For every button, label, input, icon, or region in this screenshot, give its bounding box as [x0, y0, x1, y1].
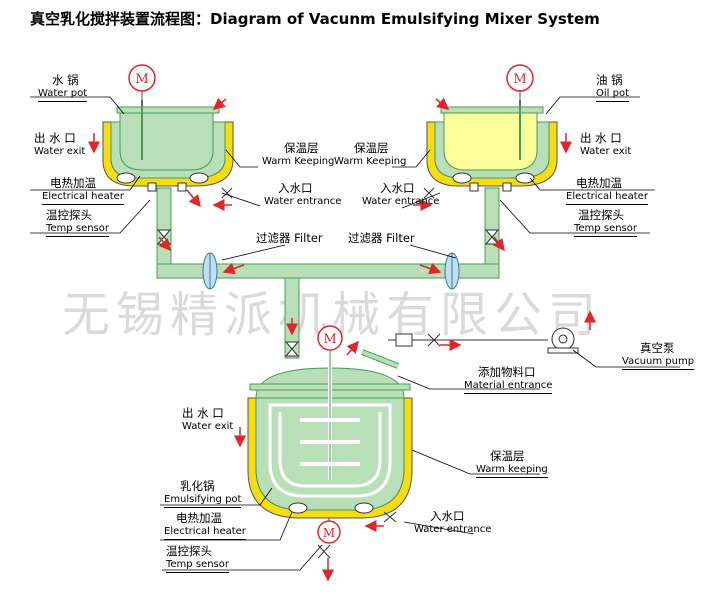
label-water-exit-left-cn: 出 水 口: [34, 131, 76, 145]
label-temp-sensor-bottom-en: Temp sensor: [166, 558, 229, 573]
label-warm-keeping-left-cn: 保温层: [284, 141, 319, 155]
label-water-exit-right-en: Water exit: [580, 146, 632, 157]
label-water-entrance-right-cn: 入水口: [380, 181, 415, 195]
label-vacuum-pump-en: Vacuum pump: [622, 355, 695, 370]
label-oil-pot: 油 锅 Oil pot: [596, 74, 629, 102]
label-temp-sensor-bottom: 温控探头 Temp sensor: [166, 545, 229, 573]
label-filter-left: 过滤器 Filter: [256, 231, 323, 245]
label-warm-keeping-bottom-en: Warm keeping: [476, 463, 548, 478]
label-elec-heater-right: 电热加温 Electrical heater: [566, 177, 648, 205]
label-water-entrance-left: 入水口 Water entrance: [264, 182, 341, 208]
label-water-entrance-right-en: Water entrance: [362, 196, 440, 207]
vacuum-line: [388, 327, 579, 354]
label-temp-sensor-left-cn: 温控探头: [46, 208, 92, 222]
label-water-exit-right-cn: 出 水 口: [580, 131, 622, 145]
motor-right-label: M: [513, 72, 526, 87]
label-oil-pot-cn: 油 锅: [596, 73, 623, 87]
label-temp-sensor-bottom-cn: 温控探头: [166, 544, 212, 558]
label-filter-right: 过滤器 Filter: [348, 231, 415, 245]
label-warm-keeping-right-en: Warm Keeping: [334, 156, 407, 167]
motor-top-label: M: [323, 332, 336, 347]
label-warm-keeping-right-cn: 保温层: [354, 141, 389, 155]
label-water-exit-bottom-en: Water exit: [182, 421, 234, 432]
label-emulsifying-pot-en: Emulsifying pot: [164, 493, 242, 508]
label-elec-heater-right-en: Electrical heater: [566, 190, 648, 205]
water-pot: [102, 64, 234, 199]
label-water-entrance-bottom-cn: 入水口: [430, 509, 465, 523]
label-water-exit-bottom-cn: 出 水 口: [182, 406, 224, 420]
label-material-entrance-en: Material entrance: [464, 379, 553, 394]
label-water-entrance-bottom: 入水口 Water entrance: [414, 510, 491, 536]
label-water-entrance-left-cn: 入水口: [278, 181, 313, 195]
label-water-entrance-bottom-en: Water entrance: [414, 524, 492, 535]
label-elec-heater-bottom: 电热加温 Electrical heater: [164, 512, 246, 540]
label-material-entrance: 添加物料口 Material entrance: [464, 365, 553, 394]
label-water-pot: 水 锅 Water pot: [38, 73, 88, 102]
label-water-exit-right: 出 水 口 Water exit: [580, 132, 631, 158]
label-temp-sensor-left: 温控探头 Temp sensor: [46, 209, 109, 237]
oil-pot: [423, 64, 558, 199]
label-water-entrance-right: 入水口 Water entrance: [362, 182, 439, 208]
label-elec-heater-right-cn: 电热加温: [576, 176, 622, 190]
label-warm-keeping-bottom: 保温层 Warm keeping: [476, 450, 548, 478]
label-water-pot-cn: 水 锅: [52, 73, 79, 87]
label-water-exit-bottom: 出 水 口 Water exit: [182, 407, 233, 433]
label-water-exit-left-en: Water exit: [34, 146, 86, 157]
label-water-exit-left: 出 水 口 Water exit: [34, 132, 85, 158]
label-emulsifying-pot-cn: 乳化锅: [180, 479, 215, 493]
label-water-entrance-left-en: Water entrance: [264, 196, 342, 207]
motor-left-label: M: [135, 72, 148, 87]
label-oil-pot-en: Oil pot: [596, 87, 629, 102]
valve-emulsifier-pipe: [284, 341, 300, 357]
label-elec-heater-bottom-en: Electrical heater: [164, 525, 246, 540]
label-warm-keeping-left-en: Warm Keeping: [262, 156, 335, 167]
flow-arrows: [88, 97, 596, 582]
label-temp-sensor-right-cn: 温控探头: [578, 208, 624, 222]
label-elec-heater-left-en: Electrical heater: [42, 190, 124, 205]
label-elec-heater-left: 电热加温 Electrical heater: [42, 177, 124, 205]
label-temp-sensor-right: 温控探头 Temp sensor: [574, 209, 637, 237]
label-emulsifying-pot: 乳化锅 Emulsifying pot: [164, 479, 242, 508]
motor-bottom-label: M: [323, 526, 335, 540]
label-vacuum-pump-cn: 真空泵: [640, 341, 675, 355]
page-title: 真空乳化搅拌装置流程图：Diagram of Vacunm Emulsifyin…: [30, 10, 600, 28]
label-vacuum-pump: 真空泵 Vacuum pump: [622, 341, 695, 370]
label-water-pot-en: Water pot: [38, 87, 88, 102]
label-elec-heater-bottom-cn: 电热加温: [176, 511, 222, 525]
label-warm-keeping-left: 保温层 Warm Keeping: [262, 142, 334, 168]
label-temp-sensor-right-en: Temp sensor: [574, 222, 637, 237]
valve-bottom-water: [317, 511, 397, 559]
filter-right: [444, 252, 460, 290]
leader-lines: [30, 96, 680, 571]
label-temp-sensor-left-en: Temp sensor: [46, 222, 109, 237]
filter-left: [202, 252, 218, 290]
label-material-entrance-cn: 添加物料口: [478, 365, 536, 379]
emulsifying-pot: [247, 325, 413, 544]
label-warm-keeping-bottom-cn: 保温层: [490, 449, 525, 463]
label-warm-keeping-right: 保温层 Warm Keeping: [334, 142, 406, 168]
label-elec-heater-left-cn: 电热加温: [50, 176, 96, 190]
